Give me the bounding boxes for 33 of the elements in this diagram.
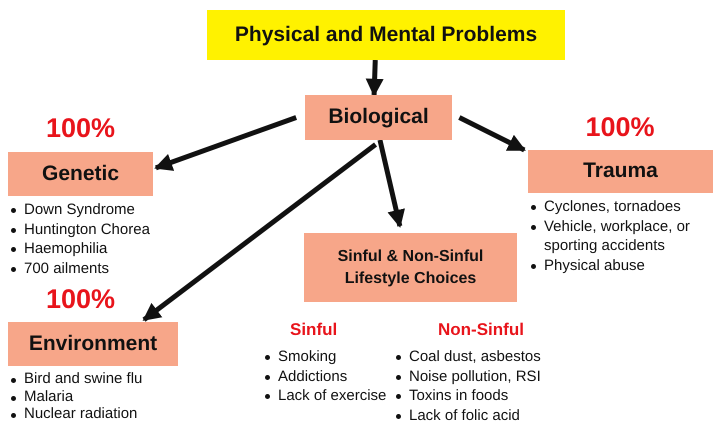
percentage-label: 100% [584, 112, 656, 143]
title-box: Physical and Mental Problems [207, 10, 565, 60]
bullet-item: Vehicle, workplace, or sporting accidents [544, 216, 713, 256]
column-heading: Sinful [290, 320, 338, 340]
bullet-item: Toxins in foods [409, 386, 594, 406]
arrow [458, 115, 526, 152]
bullet-item: Addictions [278, 366, 398, 386]
arrow [366, 60, 384, 97]
bullet-item: 700 ailments [24, 258, 214, 278]
bullet-item: Smoking [278, 347, 398, 366]
percentage-label: 100% [44, 113, 116, 144]
column-heading: Non-Sinful [438, 320, 524, 340]
percentage-label: 100% [44, 284, 116, 315]
process-box: Biological [305, 95, 452, 140]
arrow [378, 139, 405, 228]
process-box: Sinful & Non-Sinful Lifestyle Choices [304, 233, 517, 302]
bullet-item: Lack of folic acid [409, 406, 594, 425]
bullet-item: Physical abuse [544, 256, 713, 275]
arrow [154, 115, 298, 171]
arrow [142, 142, 378, 322]
bullet-item: Haemophilia [24, 239, 214, 258]
bullet-item: Lack of exercise [278, 386, 398, 406]
process-box: Trauma [528, 150, 713, 193]
bullet-item: Down Syndrome [24, 200, 214, 220]
bullet-item: Noise pollution, RSI [409, 366, 594, 386]
process-box: Genetic [8, 152, 153, 196]
bullet-item: Nuclear radiation [24, 405, 214, 422]
bullet-item: Coal dust, asbestos [409, 347, 594, 366]
bullet-item: Malaria [24, 388, 214, 405]
bullet-item: Cyclones, tornadoes [544, 197, 713, 216]
bullet-item: Bird and swine flu [24, 370, 214, 388]
bullet-item: Huntington Chorea [24, 220, 214, 239]
process-box: Environment [8, 322, 178, 366]
